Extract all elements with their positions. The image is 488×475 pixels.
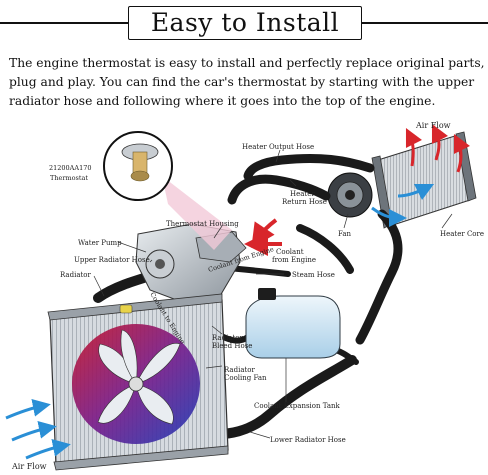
water-pump-label: Water Pump: [78, 239, 122, 247]
coolant-expansion-tank-label: Coolant Expansion Tank: [254, 402, 341, 410]
heater-fan: [328, 173, 372, 217]
fan-label: Fan: [338, 230, 352, 238]
upper-radiator-hose-label: Upper Radiator Hose: [74, 256, 150, 264]
thermostat-label: Thermostat: [50, 174, 88, 182]
heater-core-label: Heater Core: [440, 230, 484, 238]
thermostat-housing-label: Thermostat Housing: [166, 220, 239, 228]
heater-feed-hose: [360, 214, 398, 340]
air-flow-bottom-label: Air Flow: [11, 462, 47, 471]
radiator-cooling-fan-label-2: Cooling Fan: [224, 374, 267, 382]
radiator-label: Radiator: [60, 271, 92, 279]
radiator-bleed-hose-label-1: Radiator: [212, 334, 244, 342]
heater-output-hose-label: Heater Output Hose: [242, 143, 314, 151]
coolant-expansion-tank: [246, 288, 340, 358]
radiator-cooling-fan-label-1: Radiator: [224, 366, 256, 374]
air-flow-in-arrow-3: [6, 406, 42, 418]
coolant-from-engine-label-1: Coolant: [276, 248, 304, 256]
air-flow-top-label: Air Flow: [415, 121, 451, 130]
radiator-bleed-hose-label-2: Bleed Hose: [212, 342, 252, 350]
part-number-label: 21200AA170: [49, 164, 91, 172]
coolant-red-arrow-1: [258, 220, 276, 238]
air-flow-in-arrow-1: [12, 428, 48, 440]
steam-hose: [228, 268, 288, 274]
coolant-from-engine-label-2: from Engine: [272, 256, 316, 264]
lower-radiator-hose-label: Lower Radiator Hose: [270, 436, 346, 444]
heater-return-hose-label-1: Heater: [290, 190, 315, 198]
steam-hose-label: Steam Hose: [292, 271, 335, 279]
heater-return-hose-label-2: Return Hose: [282, 198, 327, 206]
